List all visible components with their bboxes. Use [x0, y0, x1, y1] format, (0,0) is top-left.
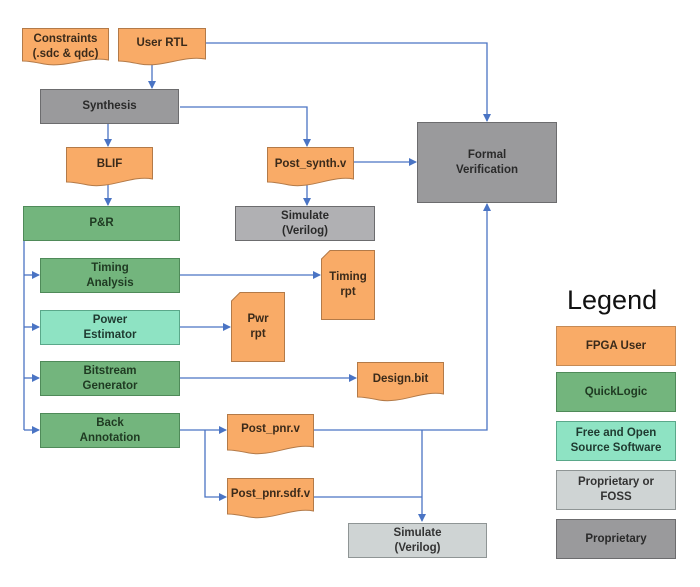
post-synth-node: Post_synth.v: [267, 147, 354, 187]
legend-title: Legend: [567, 285, 658, 315]
synthesis-label: Synthesis: [82, 100, 137, 112]
formal-verification-node: Formal Verification: [417, 122, 557, 203]
user-rtl-node: User RTL: [118, 28, 206, 66]
power-estimator-node: Power Estimator: [40, 310, 180, 345]
back-annotation-node: Back Annotation: [40, 413, 180, 448]
bitstream-generator-label: Bitstream Generator: [82, 364, 138, 392]
design-bit-node: Design.bit: [357, 362, 444, 402]
constraints-label: Constraints (.sdc & qdc): [32, 33, 99, 60]
timing-rpt-label: Timing rpt: [329, 271, 367, 298]
legend-item-label: Proprietary: [585, 532, 647, 545]
legend-item-label: Free and Open Source Software: [570, 427, 662, 454]
legend-item-proprietary-or-foss: Proprietary or FOSS: [556, 470, 676, 510]
bitstream-generator-node: Bitstream Generator: [40, 361, 180, 396]
legend-item-label: Proprietary or FOSS: [577, 476, 655, 503]
design-bit-label: Design.bit: [372, 372, 429, 385]
pwr-rpt-node: Pwr rpt: [231, 292, 285, 362]
power-estimator-label: Power Estimator: [83, 313, 137, 341]
synthesis-node: Synthesis: [40, 89, 179, 124]
post-pnr-label: Post_pnr.v: [241, 423, 300, 435]
blif-node: BLIF: [66, 147, 153, 187]
edge-rtl-formal: [206, 42, 491, 122]
simulate-pnr-node: Simulate (Verilog): [348, 523, 487, 558]
post-pnr-sdf-label: Post_pnr.sdf.v: [230, 488, 311, 500]
formal-verification-label: Formal Verification: [456, 148, 518, 176]
pnr-node: P&R: [23, 206, 180, 241]
post-pnr-sdf-node: Post_pnr.sdf.v: [227, 478, 314, 519]
edge-postpnr-formal: [314, 203, 491, 431]
blif-label: BLIF: [96, 157, 123, 170]
simulate-synth-label: Simulate (Verilog): [281, 209, 329, 237]
timing-analysis-label: Timing Analysis: [86, 261, 134, 289]
post-pnr-node: Post_pnr.v: [227, 414, 314, 455]
legend-item-foss: Free and Open Source Software: [556, 421, 676, 461]
legend-item-label: QuickLogic: [584, 385, 648, 398]
pwr-rpt-label: Pwr rpt: [247, 313, 269, 340]
post-synth-label: Post_synth.v: [274, 157, 347, 170]
edge-synthesis-postsynth: [180, 106, 311, 147]
constraints-node: Constraints (.sdc & qdc): [22, 28, 109, 66]
legend-item-fpga-user: FPGA User: [556, 326, 676, 366]
back-annotation-label: Back Annotation: [79, 416, 141, 444]
edge-backannot-sdf: [204, 430, 227, 501]
timing-analysis-node: Timing Analysis: [40, 258, 180, 293]
legend-item-quicklogic: QuickLogic: [556, 372, 676, 412]
simulate-pnr-label: Simulate (Verilog): [393, 526, 442, 554]
user-rtl-label: User RTL: [136, 36, 188, 49]
legend-item-label: FPGA User: [585, 339, 647, 352]
timing-rpt-node: Timing rpt: [321, 250, 375, 320]
pnr-label: P&R: [89, 217, 114, 229]
simulate-synth-node: Simulate (Verilog): [235, 206, 375, 241]
legend-item-proprietary: Proprietary: [556, 519, 676, 559]
